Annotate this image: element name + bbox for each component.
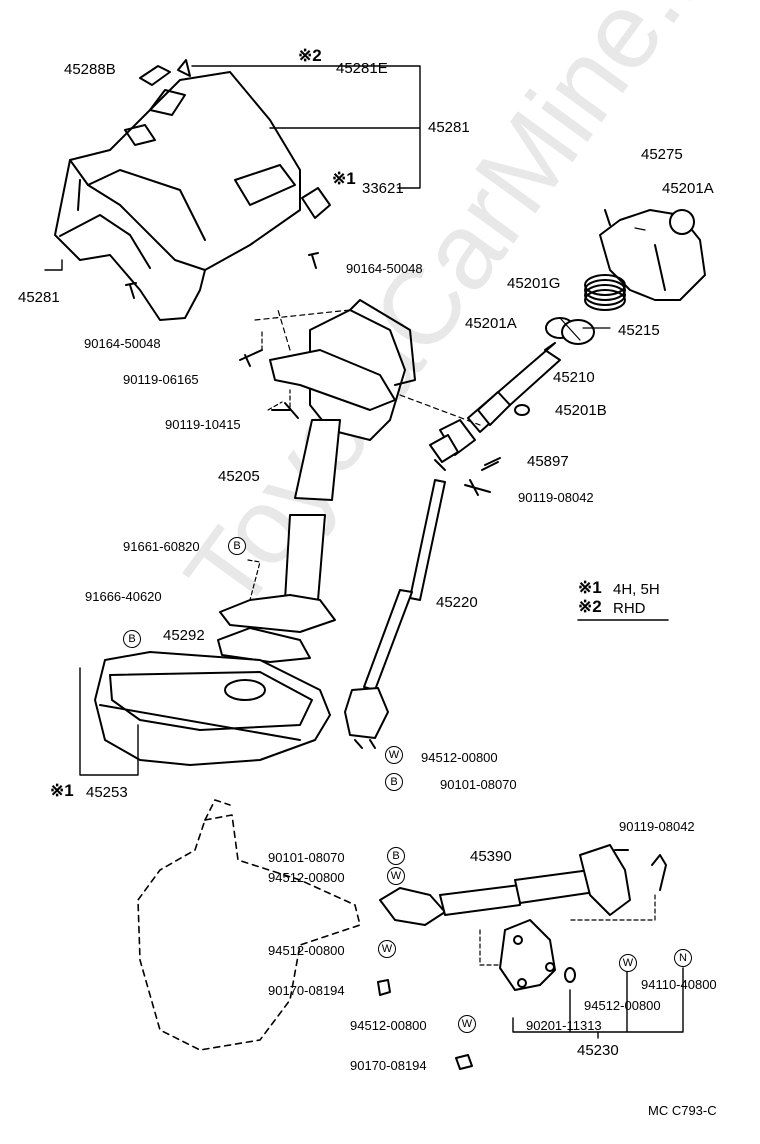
label-90119-10415: 90119-10415 — [165, 417, 241, 432]
label-90164-50048-a: 90164-50048 — [346, 261, 423, 276]
bearing-45215 — [561, 319, 595, 345]
bolt-symbol-b: B — [123, 630, 141, 648]
universal-joint-upper — [429, 419, 476, 471]
washer-symbol-w: W — [387, 867, 405, 885]
label-94512-00800-e: 94512-00800 — [350, 1018, 427, 1033]
column-lower-45292 — [217, 514, 336, 663]
label-91666-40620: 91666-40620 — [85, 589, 162, 604]
coupling-45230 — [479, 894, 656, 991]
bolt-90119-10415 — [271, 402, 299, 419]
label-90170-08194-b: 90170-08194 — [350, 1058, 427, 1073]
label-33621: 33621 — [362, 180, 404, 197]
screw-90164-b — [125, 282, 137, 299]
legend-mark-1: ※1 — [578, 578, 602, 597]
cover-33621 — [301, 187, 331, 219]
label-45210: 45210 — [553, 369, 595, 386]
label-45201a-mid: 45201A — [465, 315, 517, 332]
label-91661-60820: 91661-60820 — [123, 539, 200, 554]
washer-90201 — [564, 967, 576, 983]
label-45281e: 45281E — [336, 60, 388, 77]
bolt-90119-08042 — [464, 479, 491, 496]
nut-90170-a — [377, 979, 391, 996]
label-45281-right: 45281 — [428, 119, 470, 136]
bolt-45897 — [481, 457, 501, 471]
mark-2-top: ※2 — [298, 46, 322, 65]
label-45215: 45215 — [618, 322, 660, 339]
washer-symbol-w: W — [619, 954, 637, 972]
label-45201g: 45201G — [507, 275, 561, 292]
cover-45281e — [177, 59, 191, 77]
nut-symbol-n: N — [674, 949, 692, 967]
lock-housing — [599, 209, 706, 301]
bolt-symbol-b: B — [387, 847, 405, 865]
label-45230: 45230 — [577, 1042, 619, 1059]
legend-mark-2: ※2 — [578, 597, 602, 616]
cover-45288b — [139, 65, 171, 86]
label-90170-08194-a: 90170-08194 — [268, 983, 345, 998]
drawing-code: MC C793-C — [648, 1103, 717, 1118]
column-cover-upper — [54, 71, 301, 321]
label-94512-00800-a: 94512-00800 — [421, 750, 498, 765]
label-90119-08042-b: 90119-08042 — [619, 819, 695, 834]
screw-90164-a — [308, 252, 319, 269]
washer-symbol-w: W — [385, 746, 403, 764]
label-94110-40800: 94110-40800 — [641, 977, 717, 992]
label-90119-08042-a: 90119-08042 — [518, 490, 594, 505]
mark-1-45253: ※1 — [50, 781, 74, 800]
label-45390: 45390 — [470, 848, 512, 865]
label-45201a-top: 45201A — [662, 180, 714, 197]
label-45205: 45205 — [218, 468, 260, 485]
bolt-90119-06165 — [239, 349, 263, 367]
washer-symbol-w: W — [378, 940, 396, 958]
label-90101-08070-a: 90101-08070 — [440, 777, 517, 792]
bolt-symbol-b: B — [385, 773, 403, 791]
label-45897: 45897 — [527, 453, 569, 470]
label-45201b: 45201B — [555, 402, 607, 419]
legend-text-1: 4H, 5H — [613, 581, 660, 598]
hole-cover-45253 — [94, 651, 331, 766]
label-45275: 45275 — [641, 146, 683, 163]
bolt-90119-08042-lower — [651, 854, 667, 891]
label-90101-08070-b: 90101-08070 — [268, 850, 345, 865]
washer-symbol-w: W — [458, 1015, 476, 1033]
ring-45201b — [514, 404, 530, 416]
label-90164-50048-b: 90164-50048 — [84, 336, 161, 351]
legend-text-2: RHD — [613, 600, 646, 617]
steering-gear-outline — [137, 799, 361, 1051]
bolt-symbol-b: B — [228, 537, 246, 555]
label-45281-left: 45281 — [18, 289, 60, 306]
main-shaft-45210 — [467, 342, 561, 433]
label-90119-06165: 90119-06165 — [123, 372, 199, 387]
label-45253: 45253 — [86, 784, 128, 801]
intermediate-shaft-45220 — [344, 479, 446, 749]
label-90201-11313: 90201-11313 — [526, 1018, 602, 1033]
label-94512-00800-b: 94512-00800 — [268, 870, 345, 885]
label-45220: 45220 — [436, 594, 478, 611]
label-94512-00800-c: 94512-00800 — [268, 943, 345, 958]
shaft-45390 — [379, 844, 631, 926]
spring-45201g — [584, 274, 626, 311]
mark-1-top: ※1 — [332, 169, 356, 188]
column-tube-45205 — [254, 299, 481, 501]
label-45288b: 45288B — [64, 61, 116, 78]
label-94512-00800-d: 94512-00800 — [584, 998, 661, 1013]
label-45292: 45292 — [163, 627, 205, 644]
nut-90170-b — [455, 1054, 473, 1070]
